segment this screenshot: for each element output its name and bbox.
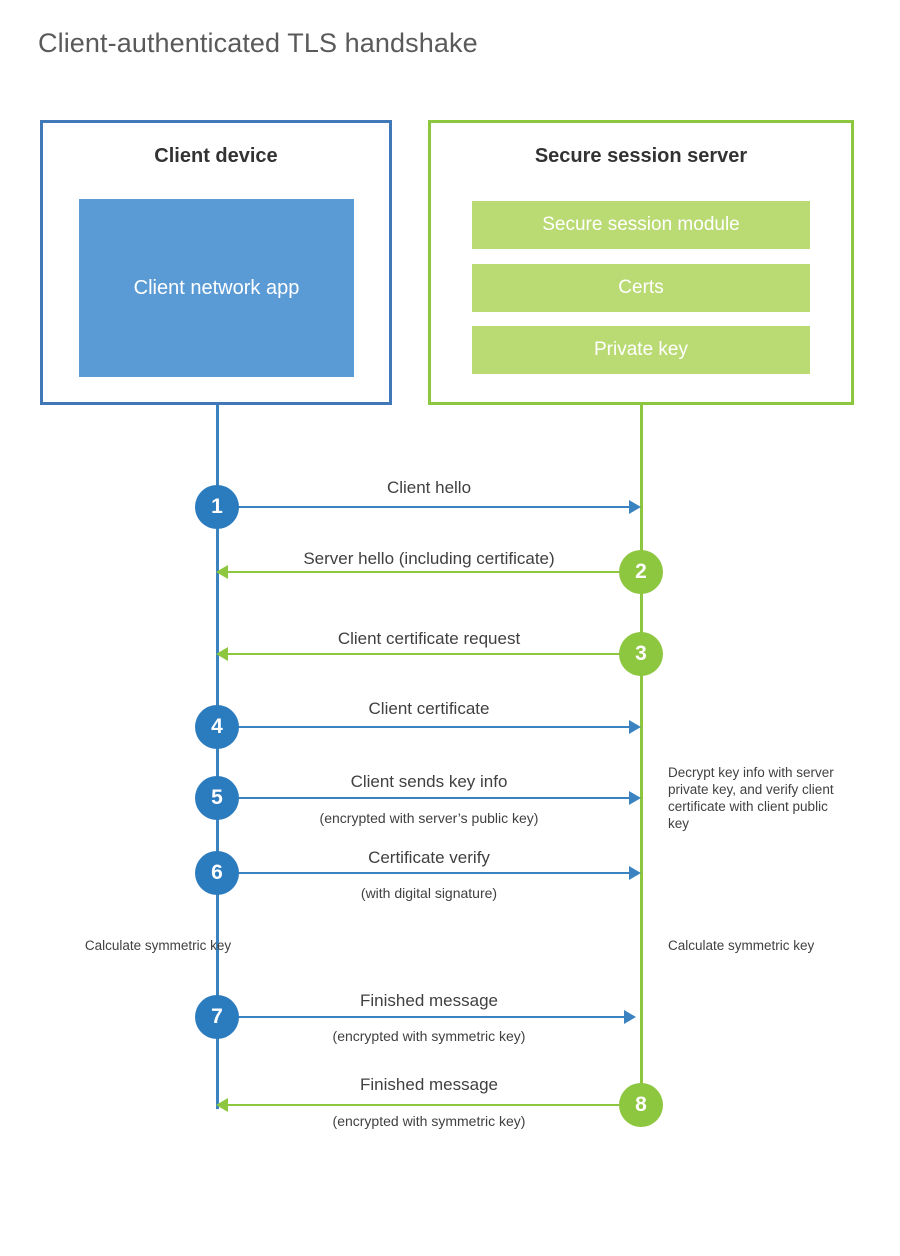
step-1-marker[interactable]: 1 [195,485,239,529]
step-3-arrow-head-icon [216,647,228,661]
step-4-label: Client certificate [368,699,490,718]
step-8-arrow-head-icon [216,1098,228,1112]
step-5-arrow-line [217,797,629,799]
step-6-sublabel: (with digital signature) [360,885,498,901]
step-7-arrow-line [217,1016,624,1018]
step-4-arrow-head-icon [629,720,641,734]
step-3-marker[interactable]: 3 [619,632,663,676]
step-3-label: Client certificate request [337,629,521,648]
step-2-marker[interactable]: 2 [619,550,663,594]
step-7-marker[interactable]: 7 [195,995,239,1039]
step-5-arrow-head-icon [629,791,641,805]
client-device-box: Client device Client network app [40,120,392,405]
step-6-marker[interactable]: 6 [195,851,239,895]
step-8-marker[interactable]: 8 [619,1083,663,1127]
client-network-app-label: Client network app [133,277,300,299]
step-6-arrow-line [217,872,629,874]
step-7-arrow-head-icon [624,1010,636,1024]
step-8-arrow-line [228,1104,619,1106]
server-calculate-symmetric-key-note: Calculate symmetric key [668,938,815,953]
step-6-label: Certificate verify [368,848,490,867]
step-3-arrow-line [228,653,641,655]
step-2-arrow-line [228,571,641,573]
server-lifeline [640,405,643,1105]
step-4-arrow-line [217,726,629,728]
step-6-arrow-head-icon [629,866,641,880]
step-8-sublabel: (encrypted with symmetric key) [332,1113,526,1129]
step-7-sublabel: (encrypted with symmetric key) [332,1028,526,1044]
secure-session-server-box: Secure session server Secure session mod… [428,120,854,405]
server-component-secure-session-module: Secure session module [472,201,810,249]
client-lifeline [216,405,219,1109]
server-component-certs: Certs [472,264,810,312]
step-1-arrow-head-icon [629,500,641,514]
step-8-label: Finished message [360,1075,498,1094]
step-2-arrow-head-icon [216,565,228,579]
step-1-label: Client hello [386,478,472,497]
step-7-label: Finished message [360,991,498,1010]
step-4-marker[interactable]: 4 [195,705,239,749]
step-5-sublabel: (encrypted with server’s public key) [319,810,539,826]
step-5-label: Client sends key info [350,772,508,791]
server-decrypt-annotation: Decrypt key info with server private key… [668,765,834,831]
step-5-marker[interactable]: 5 [195,776,239,820]
server-component-private-key: Private key [472,326,810,374]
client-calculate-symmetric-key-note: Calculate symmetric key [84,938,232,953]
client-device-title: Client device [154,145,278,167]
client-network-app-block: Client network app [79,199,354,377]
step-1-arrow-line [217,506,629,508]
secure-session-server-title: Secure session server [534,145,748,167]
step-2-label: Server hello (including certificate) [303,549,555,568]
page-title: Client-authenticated TLS handshake [38,28,478,58]
